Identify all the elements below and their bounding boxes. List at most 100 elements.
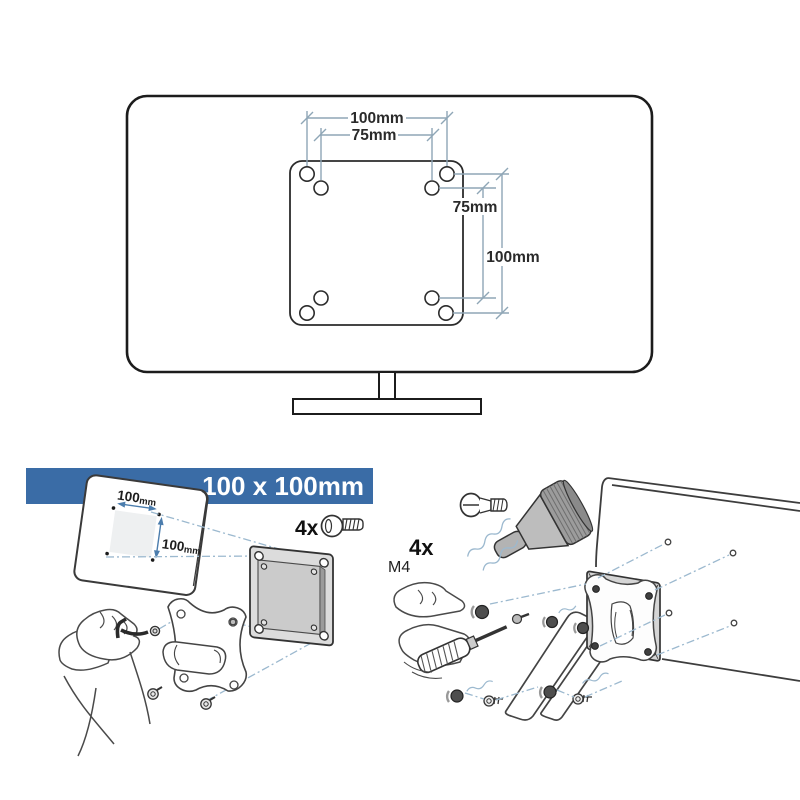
thread-lines	[344, 518, 360, 531]
arrowhead	[148, 504, 157, 511]
dim-label-right-outer: 100mm	[486, 249, 539, 266]
hole	[664, 538, 672, 546]
hole	[179, 673, 189, 683]
screw	[645, 592, 653, 600]
plug-collar	[542, 616, 546, 628]
hole-outer-bl	[298, 304, 315, 321]
hole	[229, 680, 239, 690]
dim-label-top-outer: 100mm	[350, 110, 403, 127]
hands-with-screwdriver	[393, 581, 530, 679]
hole	[319, 630, 329, 641]
dimension-labels: 100mm 75mm 75mm 100mm	[348, 109, 541, 266]
squiggle	[558, 605, 577, 614]
dim-value: 100	[161, 536, 185, 554]
countersunk-screw-icon	[459, 492, 508, 518]
screw	[310, 624, 318, 631]
plug-screws-on-arm	[542, 615, 590, 635]
screw	[147, 688, 159, 700]
squiggle	[467, 518, 511, 557]
arrowhead	[157, 516, 164, 526]
screw	[260, 619, 268, 626]
hole-inner-tr	[424, 180, 440, 196]
screw	[310, 568, 318, 575]
tv-dimension-diagram: 100mm 75mm 75mm 100mm	[125, 94, 654, 415]
dot	[150, 558, 155, 562]
sleeve-lines	[63, 651, 151, 757]
label-bg	[348, 109, 406, 127]
hole	[254, 624, 264, 634]
guide-line	[105, 555, 260, 558]
dimension-lines	[300, 111, 509, 320]
screwdriver	[417, 625, 508, 674]
plug	[543, 685, 557, 699]
knob-end	[562, 479, 594, 532]
screw-socket	[575, 696, 581, 702]
monitor-corner	[595, 477, 800, 682]
right-quantity-label: 4x	[409, 535, 434, 560]
plug	[450, 689, 464, 703]
mounted-x-bracket	[584, 574, 658, 663]
dim-value: 100	[116, 488, 140, 506]
screw	[591, 642, 599, 650]
screw-socket	[486, 698, 492, 704]
squiggle	[582, 672, 609, 684]
screw-slot	[324, 518, 333, 534]
loose-screws-left	[147, 686, 216, 710]
plug-collar	[470, 605, 475, 619]
dim-label-top-inner: 75mm	[352, 127, 397, 144]
squiggle	[482, 540, 519, 571]
right-install-panel: 4x M4	[388, 477, 800, 721]
dim-unit: mm	[138, 496, 156, 509]
screwdriver-shaft	[474, 625, 508, 643]
bracket-screws	[591, 585, 653, 656]
hole-outer-br	[437, 304, 454, 321]
hole-inner-br	[424, 290, 440, 306]
screw	[200, 698, 212, 710]
guide-line	[597, 543, 665, 579]
plug-collar	[446, 690, 451, 703]
thread-lines	[492, 498, 504, 512]
vesa-area-dots	[105, 506, 161, 562]
tv-stand-neck	[378, 371, 396, 400]
monitor-bottom-edge	[661, 658, 800, 682]
finger-lines	[417, 589, 437, 606]
hex-key-long-arm	[120, 628, 149, 636]
tv-stand-base	[292, 398, 482, 415]
dot	[105, 551, 109, 556]
monitor-screw-holes	[664, 538, 738, 627]
dot	[111, 506, 116, 510]
screw-socket	[150, 691, 156, 697]
screw-tip	[209, 696, 216, 701]
hole	[176, 609, 186, 619]
plug-collar	[573, 622, 577, 634]
hole-outer-tl	[298, 166, 315, 183]
screw-tip	[156, 686, 163, 691]
arm-x-bracket	[162, 598, 248, 693]
dim-ticks	[300, 111, 509, 320]
guide-line	[464, 680, 623, 701]
pan-head-screw-icon	[320, 514, 364, 538]
screw-tip-thread	[520, 612, 530, 619]
label-bg	[452, 198, 498, 215]
plate-raised-square	[257, 559, 321, 635]
guide-line	[599, 614, 666, 647]
motion-squiggles-knob	[467, 518, 519, 571]
arrowhead	[117, 501, 126, 508]
left-install-panel: 100 x 100mm 100mm 100mm	[26, 468, 373, 757]
screw	[644, 648, 652, 656]
screw-socket	[152, 628, 158, 634]
screw-on-tip	[511, 613, 523, 625]
finger-lines	[403, 661, 443, 679]
squiggle	[466, 680, 493, 692]
dim-line-height	[155, 519, 163, 556]
thumb-knob	[493, 479, 594, 559]
motion-squiggles-bottom	[466, 605, 609, 692]
hole	[254, 551, 264, 561]
screw	[483, 695, 495, 707]
plate-corner-holes	[254, 551, 329, 641]
dim-label-right-inner: 75mm	[453, 199, 498, 216]
alignment-guides-right	[464, 543, 731, 701]
hole-outer-tr	[438, 166, 455, 183]
